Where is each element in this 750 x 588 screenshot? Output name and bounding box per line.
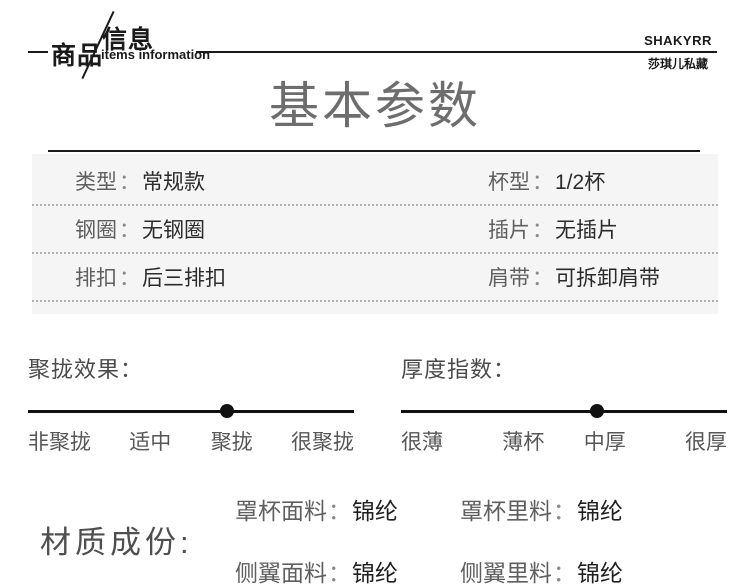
spec-label: 钢圈 [75,218,117,242]
spec-value: 后三排扣 [142,266,226,290]
colon: ： [532,170,553,194]
spec-row-type-cup: 类型：常规款 杯型：1/2杯 [32,158,718,206]
colon: ： [532,218,553,242]
header-left-dash [28,51,48,53]
brand-subtitle-en: items information [101,47,211,62]
spec-label: 肩带 [488,266,530,290]
scale-label: 聚拢 [210,430,253,454]
colon: ： [119,266,140,290]
colon: ： [119,218,140,242]
colon: ： [532,266,553,290]
store-name-cn: 莎琪儿私藏 [647,57,708,71]
brand-title-cn-left: 商品 [51,42,104,70]
material-label: 侧翼面料 [235,559,327,586]
materials-section: 材质成份: 罩杯面料：锦纶 罩杯里料：锦纶 侧翼面料：锦纶 侧翼里料：锦纶 [40,492,750,588]
spec-value: 可拆卸肩带 [555,266,660,290]
material-label: 罩杯里料 [460,497,552,524]
material-label: 罩杯面料 [235,497,327,524]
spec-label: 杯型 [488,170,530,194]
material-value: 锦纶 [577,497,623,524]
materials-title: 材质成份: [40,525,193,560]
material-label: 侧翼里料 [460,559,552,586]
spec-cell-underwire: 钢圈：无钢圈 [32,214,375,244]
slider-thickness-index: 厚度指数： 很薄 薄杯 中厚 很厚 [401,352,727,456]
spec-row-wire-insert: 钢圈：无钢圈 插片：无插片 [32,206,718,254]
spec-cell-insert: 插片：无插片 [375,214,718,244]
scale-label: 很薄 [401,430,443,454]
spec-label: 类型 [75,170,117,194]
material-cup-lining: 罩杯里料：锦纶 [460,492,623,526]
colon: ： [328,497,351,524]
material-value: 锦纶 [577,559,623,586]
brand-title-cn-right: 信息 [102,26,155,54]
section-title: 基本参数 [269,78,481,134]
slider-push-up-effect: 聚拢效果： 非聚拢 适中 聚拢 很聚拢 [28,352,354,456]
material-cup-fabric: 罩杯面料：锦纶 [235,492,398,526]
spec-value: 1/2杯 [555,170,606,194]
scale-label: 薄杯 [502,430,545,454]
scale-label: 非聚拢 [28,430,91,454]
spec-cell-cup-shape: 杯型：1/2杯 [375,166,718,196]
slider-dot [589,403,604,418]
scale-label: 中厚 [583,430,626,454]
spec-cell-straps: 肩带：可拆卸肩带 [375,262,718,292]
colon: ： [553,497,576,524]
spec-table: 类型：常规款 杯型：1/2杯 钢圈：无钢圈 插片：无插片 排扣：后三排扣 肩带：… [32,153,718,314]
spec-cell-hooks: 排扣：后三排扣 [32,262,375,292]
spec-value: 无插片 [555,218,618,242]
spec-label: 排扣 [75,266,117,290]
colon: ： [328,559,351,586]
colon: ： [119,170,140,194]
material-wing-lining: 侧翼里料：锦纶 [460,554,623,588]
material-value: 锦纶 [352,559,398,586]
header-rule [196,51,717,53]
spec-row-hook-strap: 排扣：后三排扣 肩带：可拆卸肩带 [32,254,718,302]
slider-title: 厚度指数： [401,356,517,382]
index-sliders: 聚拢效果： 非聚拢 适中 聚拢 很聚拢 厚度指数： 很薄 薄杯 中厚 很厚 [28,352,727,456]
slider-track [401,403,727,418]
slider-track [28,403,354,418]
slider-scale-labels: 很薄 薄杯 中厚 很厚 [401,426,727,456]
spec-value: 无钢圈 [142,218,205,242]
materials-grid: 罩杯面料：锦纶 罩杯里料：锦纶 侧翼面料：锦纶 侧翼里料：锦纶 [235,492,623,588]
scale-label: 很聚拢 [291,430,354,454]
material-value: 锦纶 [352,497,398,524]
slider-scale-labels: 非聚拢 适中 聚拢 很聚拢 [28,426,354,456]
slider-title: 聚拢效果： [28,356,144,382]
slider-dot [219,403,234,418]
colon: ： [553,559,576,586]
header: 商品 信息 items information SHAKYRR 莎琪儿私藏 [0,0,750,79]
material-wing-fabric: 侧翼面料：锦纶 [235,554,398,588]
store-name-en: SHAKYRR [644,33,712,48]
scale-label: 适中 [129,430,172,454]
scale-label: 很厚 [685,430,727,454]
spec-cell-type: 类型：常规款 [32,166,375,196]
spec-value: 常规款 [142,170,205,194]
table-top-rule [48,149,700,152]
spec-label: 插片 [488,218,530,242]
